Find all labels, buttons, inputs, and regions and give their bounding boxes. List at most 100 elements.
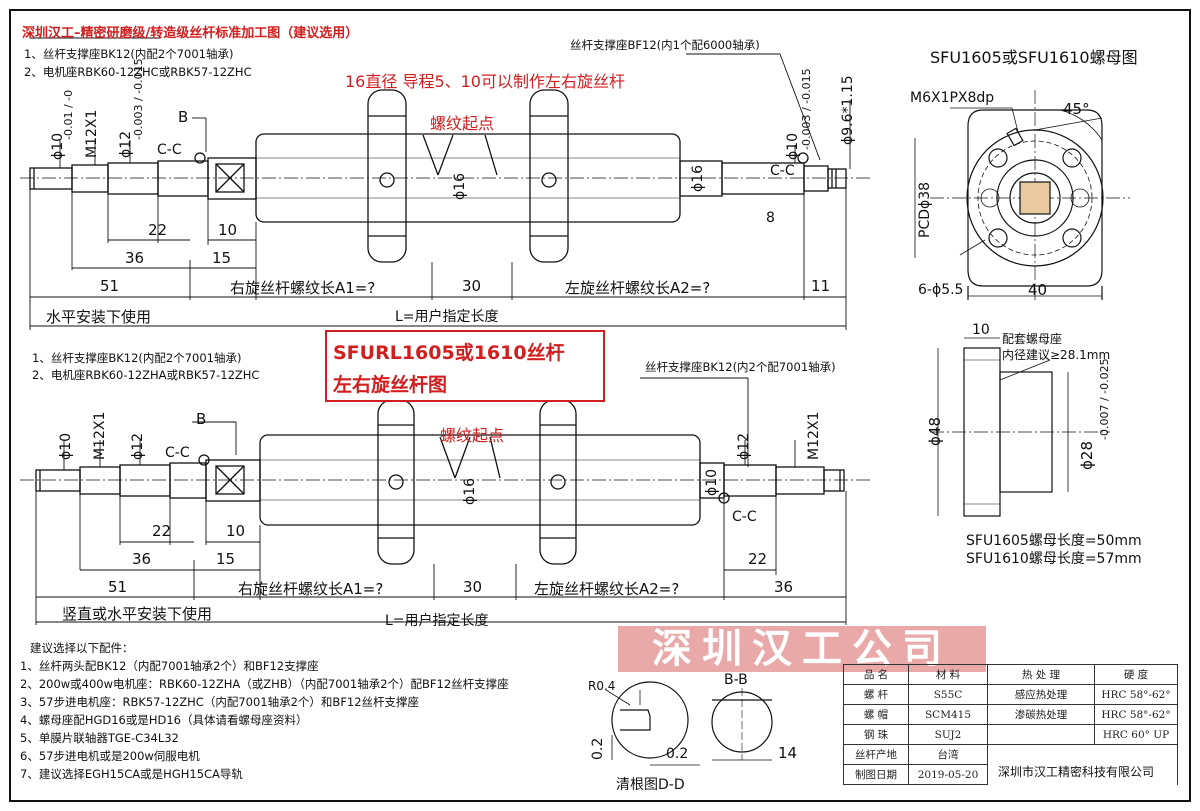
- top-dim-11: 11: [811, 277, 831, 295]
- bottom-length: L=用户指定长度: [385, 613, 489, 629]
- nut-length-1605: SFU1605螺母长度=50mm: [966, 533, 1142, 549]
- spec-cell: 螺 帽: [843, 704, 909, 725]
- accessory-item: 4、螺母座配HGD16或是HD16（具体请看螺母座资料）: [20, 713, 308, 727]
- top-dim-15: 15: [212, 249, 232, 267]
- top-dim-36: 36: [125, 249, 145, 267]
- top-dim-30: 30: [462, 277, 482, 295]
- accessories-heading: 建议选择以下配件：: [30, 641, 134, 655]
- top-note-2: 2、电机座RBK60-12ZHC或RBK57-12ZHC: [24, 65, 252, 79]
- nut-length-1610: SFU1610螺母长度=57mm: [966, 551, 1142, 567]
- bottom-title-box: SFURL1605或1610丝杆 左右旋丝杆图: [325, 330, 605, 402]
- accessory-item: 1、丝杆两头配BK12（内配7001轴承2个）和BF12支撑座: [20, 659, 319, 673]
- bottom-b-mark: B: [196, 410, 207, 428]
- nut-seat: 配套螺母座: [1002, 332, 1063, 346]
- company-name: 深圳市汉工精密科技有限公司: [998, 765, 1155, 779]
- top-b-mark: B: [178, 108, 189, 126]
- accessory-item: 5、单膜片联轴器TGE-C34L32: [20, 731, 179, 745]
- spec-cell: 渗碳热处理: [987, 704, 1095, 725]
- spec-table: 品 名 材 料 热 处 理 硬 度 螺 杆 S55C 感应热处理 HRC 58°…: [843, 664, 1178, 785]
- spec-cell: 感应热处理: [987, 684, 1095, 705]
- spec-cell: 2019-05-20: [908, 764, 988, 785]
- detail-r: R0.4: [588, 679, 616, 693]
- accessory-item: 3、57步进电机座：RBK57-12ZHC（内配7001轴承2个）和BF12丝杆…: [20, 695, 420, 709]
- nut-inner: 内径建议≥28.1mm: [1002, 348, 1111, 362]
- accessory-item: 6、57步进电机或是200w伺服电机: [20, 749, 200, 763]
- nut-title: SFU1605或SFU1610螺母图: [930, 48, 1138, 67]
- bottom-phi12-right: ϕ12: [736, 432, 752, 460]
- bottom-thread-start: 螺纹起点: [440, 426, 505, 445]
- detail-v2: 0.2: [666, 746, 689, 762]
- bottom-note-2: 2、电机座RBK60-12ZHA或RBK57-12ZHC: [32, 368, 260, 382]
- bottom-a1: 右旋丝杆螺纹长A1=?: [238, 580, 384, 598]
- bottom-m12-right: M12X1: [806, 411, 822, 460]
- bottom-dim-36-right: 36: [774, 578, 794, 596]
- top-length: L=用户指定长度: [395, 309, 499, 325]
- spec-cell: S55C: [908, 684, 988, 705]
- top-install: 水平安装下使用: [46, 308, 152, 326]
- bottom-cc-left: C-C: [165, 445, 190, 461]
- detail-views: [605, 681, 773, 766]
- nut-phi48: ϕ48: [926, 417, 944, 446]
- nut-tap: M6X1PX8dp: [910, 90, 995, 106]
- nut-pcd: PCDϕ38: [917, 181, 933, 238]
- bottom-phi16-left: ϕ16: [462, 477, 478, 505]
- top-phi16-left: ϕ16: [452, 172, 468, 200]
- spec-header: 热 处 理: [987, 664, 1095, 685]
- spec-cell: SCM415: [908, 704, 988, 725]
- spec-header: 硬 度: [1094, 664, 1178, 685]
- spec-cell: 丝杆产地: [843, 744, 909, 765]
- bottom-phi10: ϕ10: [58, 432, 74, 460]
- bottom-dim-51: 51: [108, 578, 128, 596]
- top-dimensions: [29, 37, 851, 330]
- detail-bb: B-B: [724, 672, 748, 688]
- bottom-dim-22-right: 22: [748, 550, 768, 568]
- detail-v1: 0.2: [590, 737, 606, 760]
- top-thread-start: 螺纹起点: [430, 114, 495, 133]
- spec-header: 品 名: [843, 664, 909, 685]
- spec-cell: SUJ2: [908, 724, 988, 745]
- bottom-a2: 左旋丝杆螺纹长A2=?: [534, 580, 680, 598]
- bottom-m12: M12X1: [92, 411, 108, 460]
- spec-cell: HRC 58°-62°: [1094, 704, 1178, 725]
- top-m12: M12X1: [84, 109, 100, 158]
- spec-cell: HRC 58°-62°: [1094, 684, 1178, 705]
- top-phi16-right: ϕ16: [690, 164, 706, 192]
- nut-side-10: 10: [972, 322, 990, 338]
- bottom-dim-15: 15: [216, 550, 236, 568]
- top-cc-right: C-C: [770, 163, 795, 179]
- top-dim-10: 10: [218, 221, 238, 239]
- nut-front-view: [914, 90, 1130, 300]
- detail-caption: 清根图D-D: [616, 777, 685, 793]
- spec-cell: 螺 杆: [843, 684, 909, 705]
- top-phi10-tol: -0.01 / -0: [62, 89, 75, 140]
- top-phi10-right-tol: -0.003 / -0.015: [800, 68, 813, 150]
- top-note-1: 1、丝杆支撑座BK12(内配2个7001轴承): [24, 47, 234, 61]
- bottom-install: 竖直或水平安装下使用: [62, 605, 213, 623]
- bottom-dim-30: 30: [463, 578, 483, 596]
- spec-cell: [987, 724, 1095, 745]
- top-dim-8: 8: [766, 210, 775, 226]
- bottom-title-line-2: 左右旋丝杆图: [333, 374, 448, 396]
- nut-side-view: [930, 337, 1110, 517]
- spec-cell: 制图日期: [843, 764, 909, 785]
- top-cc-left: C-C: [157, 142, 182, 158]
- top-dim-22: 22: [148, 221, 168, 239]
- nut-width: 40: [1028, 281, 1048, 299]
- top-a1: 右旋丝杆螺纹长A1=?: [230, 279, 376, 297]
- bottom-phi10-right: ϕ10: [704, 468, 720, 496]
- spec-cell: HRC 60° UP: [1094, 724, 1178, 745]
- bottom-dim-10: 10: [226, 522, 246, 540]
- accessory-item: 7、建议选择EGH15CA或是HGH15CA导轨: [20, 767, 243, 781]
- bottom-note-1: 1、丝杆支撑座BK12(内配2个7001轴承): [32, 351, 242, 365]
- top-phi12-tol: -0.003 / -0.015: [132, 58, 145, 140]
- top-red-note: 16直径 导程5、10可以制作左右旋丝杆: [345, 72, 625, 91]
- top-a2: 左旋丝杆螺纹长A2=?: [565, 279, 711, 297]
- top-phi10-right: ϕ10: [785, 132, 801, 160]
- bottom-title-line-1: SFURL1605或1610丝杆: [333, 342, 565, 364]
- top-dim-51: 51: [100, 277, 120, 295]
- bottom-right-support-note: 丝杆支撑座BK12(内2个配7001轴承): [645, 360, 836, 374]
- top-phi96: ϕ9.6*1.15: [840, 75, 856, 145]
- bottom-phi12: ϕ12: [130, 432, 146, 460]
- nut-phi28: ϕ28: [1078, 441, 1096, 470]
